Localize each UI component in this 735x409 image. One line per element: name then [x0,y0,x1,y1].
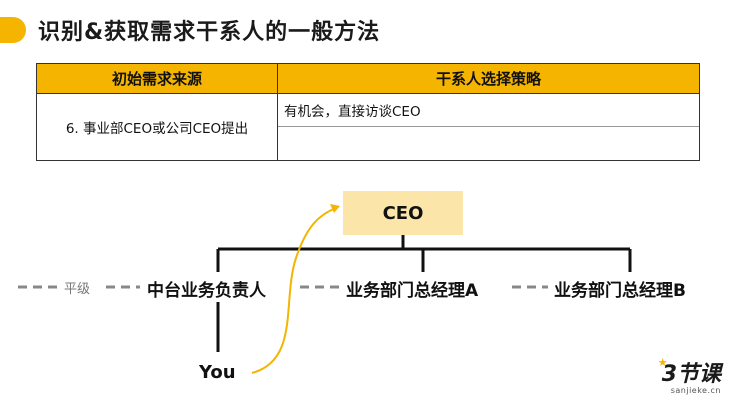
logo-subtext: sanjieke.cn [670,386,721,395]
peer-label: 平级 [64,282,91,297]
node-manager-b: 业务部门总经理B [554,281,686,301]
slide-title: 识别&获取需求干系人的一般方法 [38,20,381,45]
table-row: 6. 事业部CEO或公司CEO提出 有机会，直接访谈CEO [36,93,700,161]
stakeholder-table: 初始需求来源 干系人选择策略 6. 事业部CEO或公司CEO提出 有机会，直接访… [36,63,700,161]
logo-text: 3节课 [661,362,721,387]
table-cell-source: 6. 事业部CEO或公司CEO提出 [36,93,278,161]
brand-logo: ★ 3节课 sanjieke.cn [658,356,721,395]
table-cell-strategy: 有机会，直接访谈CEO [277,93,700,161]
ceo-box: CEO [343,191,463,235]
arrow-head-icon [330,204,340,213]
node-manager-a: 业务部门总经理A [346,281,479,301]
table-header-strategy: 干系人选择策略 [277,63,700,94]
node-middle-platform-leader: 中台业务负责人 [147,281,266,301]
source-text: 6. 事业部CEO或公司CEO提出 [65,121,249,137]
star-icon: ★ [657,356,668,369]
you-label: You [199,362,236,383]
strategy-text: 有机会，直接访谈CEO [278,94,699,127]
arrow-you-to-ceo [251,207,337,374]
title-accent-bar [0,17,26,43]
